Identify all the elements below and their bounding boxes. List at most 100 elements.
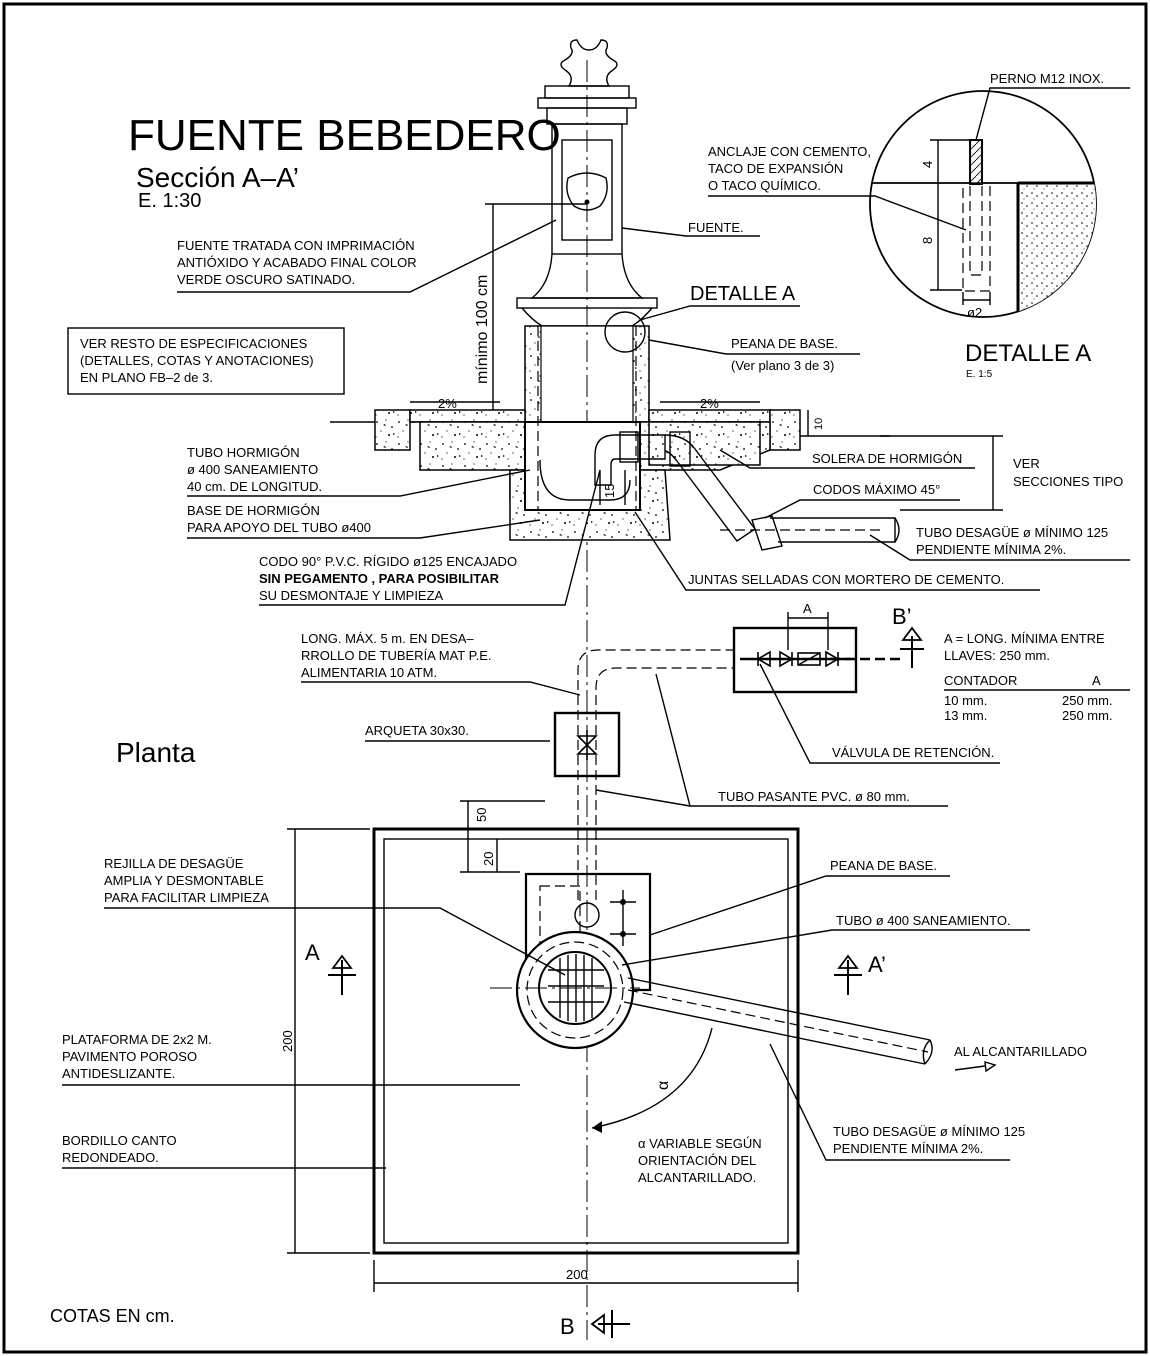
note-juntas: JUNTAS SELLADAS CON MORTERO DE CEMENTO. bbox=[634, 511, 1040, 591]
tube-400-plan bbox=[515, 930, 635, 1050]
svg-text:RROLLO DE TUBERÍA MAT P.E.: RROLLO DE TUBERÍA MAT P.E. bbox=[301, 648, 492, 663]
drain-pipe-plan bbox=[623, 977, 933, 1065]
cotas-note: COTAS EN cm. bbox=[50, 1306, 175, 1326]
svg-text:TUBO DESAGÜE ø MÍNIMO 125: TUBO DESAGÜE ø MÍNIMO 125 bbox=[916, 525, 1108, 540]
svg-text:B: B bbox=[560, 1314, 575, 1339]
concrete-tube-400 bbox=[524, 421, 641, 511]
note-peana: PEANA DE BASE. (Ver plano 3 de 3) bbox=[648, 336, 860, 373]
meter-valve-box bbox=[732, 626, 858, 694]
svg-text:TUBO PASANTE PVC. ø 80 mm.: TUBO PASANTE PVC. ø 80 mm. bbox=[718, 789, 910, 804]
svg-text:ORIENTACIÓN DEL: ORIENTACIÓN DEL bbox=[638, 1153, 756, 1168]
note-tubo-desague-section: TUBO DESAGÜE ø MÍNIMO 125 PENDIENTE MÍNI… bbox=[869, 525, 1130, 561]
note-tubo400-plan: TUBO ø 400 SANEAMIENTO. bbox=[621, 913, 1030, 966]
svg-text:SIN PEGAMENTO , PARA POSIBILIT: SIN PEGAMENTO , PARA POSIBILITAR bbox=[259, 571, 500, 586]
section-mark-b: B bbox=[560, 1310, 630, 1339]
svg-text:TUBO ø 400 SANEAMIENTO.: TUBO ø 400 SANEAMIENTO. bbox=[836, 913, 1011, 928]
dim-200-vertical: 200 bbox=[280, 1030, 295, 1052]
supply-pipe bbox=[577, 649, 905, 900]
svg-text:PARA APOYO DEL TUBO ø400: PARA APOYO DEL TUBO ø400 bbox=[187, 520, 371, 535]
note-codo-pvc: CODO 90° P.V.C. RÍGIDO ø125 ENCAJADO SIN… bbox=[259, 469, 601, 606]
note-bordillo: BORDILLO CANTO REDONDEADO. bbox=[62, 1133, 386, 1169]
note-tubo-desague-plan: TUBO DESAGÜE ø MÍNIMO 125 PENDIENTE MÍNI… bbox=[769, 1043, 1025, 1161]
svg-text:VER RESTO DE ESPECIFICACIONES: VER RESTO DE ESPECIFICACIONES bbox=[80, 336, 308, 351]
svg-text:A: A bbox=[305, 940, 320, 965]
svg-text:PERNO M12 INOX.: PERNO M12 INOX. bbox=[990, 71, 1104, 86]
svg-text:AMPLIA Y DESMONTABLE: AMPLIA Y DESMONTABLE bbox=[104, 873, 264, 888]
dim-10: 10 bbox=[813, 418, 825, 430]
platform-plan bbox=[372, 827, 800, 1255]
alpha-label: α bbox=[655, 1081, 672, 1090]
svg-text:ANCLAJE CON CEMENTO,: ANCLAJE CON CEMENTO, bbox=[708, 144, 871, 159]
svg-text:VERDE OSCURO SATINADO.: VERDE OSCURO SATINADO. bbox=[177, 272, 355, 287]
table-cell: 250 mm. bbox=[1062, 693, 1113, 708]
note-llaves: A = LONG. MÍNIMA ENTRE LLAVES: 250 mm. bbox=[944, 631, 1105, 663]
note-rejilla: REJILLA DE DESAGÜE AMPLIA Y DESMONTABLE … bbox=[104, 856, 566, 976]
drawing-title: FUENTE BEBEDERO bbox=[128, 111, 561, 160]
stop-valve-icon bbox=[576, 735, 598, 755]
svg-text:CODOS MÁXIMO 45°: CODOS MÁXIMO 45° bbox=[813, 482, 940, 497]
note-peana-plan: PEANA DE BASE. bbox=[649, 858, 950, 936]
svg-text:PLATAFORMA DE 2x2 M.: PLATAFORMA DE 2x2 M. bbox=[62, 1032, 212, 1047]
svg-text:PEANA DE BASE.: PEANA DE BASE. bbox=[830, 858, 937, 873]
svg-text:JUNTAS SELLADAS CON MORTERO DE: JUNTAS SELLADAS CON MORTERO DE CEMENTO. bbox=[688, 572, 1004, 587]
svg-text:BASE DE HORMIGÓN: BASE DE HORMIGÓN bbox=[187, 503, 320, 518]
arqueta-box bbox=[553, 711, 621, 778]
svg-text:(Ver plano 3 de 3): (Ver plano 3 de 3) bbox=[731, 358, 834, 373]
note-tubo-pasante: TUBO PASANTE PVC. ø 80 mm. bbox=[595, 673, 948, 807]
svg-text:REJILLA DE DESAGÜE: REJILLA DE DESAGÜE bbox=[104, 856, 244, 871]
note-fuente-tratada: FUENTE TRATADA CON IMPRIMACIÓN ANTIÓXIDO… bbox=[177, 219, 557, 293]
note-solera: SOLERA DE HORMIGÓN bbox=[719, 449, 975, 469]
pedestal-plan bbox=[524, 872, 652, 992]
svg-text:A’: A’ bbox=[868, 952, 886, 977]
note-alpha-variable: α VARIABLE SEGÚN ORIENTACIÓN DEL ALCANTA… bbox=[638, 1136, 762, 1185]
dim-a: A bbox=[803, 601, 812, 616]
note-ver-secciones: VER SECCIONES TIPO bbox=[1013, 456, 1123, 489]
alpha-arc bbox=[591, 1027, 713, 1129]
table-cell: 250 mm. bbox=[1062, 708, 1113, 723]
svg-text:EN PLANO FB–2 de 3.: EN PLANO FB–2 de 3. bbox=[80, 370, 213, 385]
detail-a: 4 8 ø2 PERNO M12 INOX. ANCLAJE CON CEMEN… bbox=[708, 71, 1130, 380]
detail-a-marker bbox=[604, 311, 646, 353]
svg-text:TUBO DESAGÜE ø MÍNIMO 125: TUBO DESAGÜE ø MÍNIMO 125 bbox=[833, 1124, 1025, 1139]
svg-text:PENDIENTE MÍNIMA 2%.: PENDIENTE MÍNIMA 2%. bbox=[916, 542, 1066, 557]
note-long-max: LONG. MÁX. 5 m. EN DESA– RROLLO DE TUBER… bbox=[301, 631, 581, 696]
svg-text:ARQUETA 30x30.: ARQUETA 30x30. bbox=[365, 723, 469, 738]
section-title: Sección A–A’ bbox=[136, 162, 299, 193]
note-tubo-hormigon: TUBO HORMIGÓN ø 400 SANEAMIENTO 40 cm. D… bbox=[187, 445, 531, 497]
table-header-a: A bbox=[1092, 673, 1101, 688]
svg-text:PENDIENTE MÍNIMA 2%.: PENDIENTE MÍNIMA 2%. bbox=[833, 1141, 983, 1156]
svg-text:ø2: ø2 bbox=[967, 305, 982, 320]
note-ver-resto: VER RESTO DE ESPECIFICACIONES (DETALLES,… bbox=[67, 327, 345, 395]
note-codos-max: CODOS MÁXIMO 45° bbox=[764, 482, 960, 519]
plan-title: Planta bbox=[116, 737, 196, 768]
note-plataforma: PLATAFORMA DE 2x2 M. PAVIMENTO POROSO AN… bbox=[62, 1032, 520, 1086]
svg-text:B’: B’ bbox=[892, 604, 912, 629]
section-mark-b-prime: B’ bbox=[892, 604, 924, 668]
fountain-inlet bbox=[574, 902, 600, 928]
svg-text:FUENTE TRATADA CON IMPRIMACIÓN: FUENTE TRATADA CON IMPRIMACIÓN bbox=[177, 238, 415, 253]
svg-text:A = LONG. MÍNIMA ENTRE: A = LONG. MÍNIMA ENTRE bbox=[944, 631, 1105, 646]
dim-200-horizontal: 200 bbox=[566, 1267, 588, 1282]
svg-text:VER: VER bbox=[1013, 456, 1040, 471]
dim-20: 20 bbox=[481, 852, 496, 866]
svg-text:40 cm. DE LONGITUD.: 40 cm. DE LONGITUD. bbox=[187, 479, 322, 494]
svg-text:α VARIABLE SEGÚN: α VARIABLE SEGÚN bbox=[638, 1136, 762, 1151]
section-scale: E. 1:30 bbox=[138, 190, 201, 212]
svg-text:E. 1:5: E. 1:5 bbox=[966, 369, 993, 380]
contador-table: CONTADOR A 10 mm. 250 mm. 13 mm. 250 mm. bbox=[944, 673, 1130, 723]
svg-text:ALCANTARILLADO.: ALCANTARILLADO. bbox=[638, 1170, 756, 1185]
valve-assembly: A bbox=[740, 601, 850, 668]
svg-text:SU DESMONTAJE Y LIMPIEZA: SU DESMONTAJE Y LIMPIEZA bbox=[259, 588, 444, 603]
svg-text:AL ALCANTARILLADO: AL ALCANTARILLADO bbox=[954, 1044, 1087, 1059]
table-row: 13 mm. bbox=[944, 708, 987, 723]
svg-text:BORDILLO CANTO: BORDILLO CANTO bbox=[62, 1133, 177, 1148]
slope-left: 2% bbox=[438, 396, 457, 411]
svg-text:PARA FACILITAR LIMPIEZA: PARA FACILITAR LIMPIEZA bbox=[104, 890, 269, 905]
svg-text:O TACO QUÍMICO.: O TACO QUÍMICO. bbox=[708, 178, 821, 193]
dim-minimo-100: mínimo 100 cm bbox=[474, 203, 587, 410]
svg-text:TACO DE EXPANSIÓN: TACO DE EXPANSIÓN bbox=[708, 161, 843, 176]
svg-text:VÁLVULA DE RETENCIÓN.: VÁLVULA DE RETENCIÓN. bbox=[832, 745, 994, 760]
svg-text:4: 4 bbox=[920, 161, 935, 168]
